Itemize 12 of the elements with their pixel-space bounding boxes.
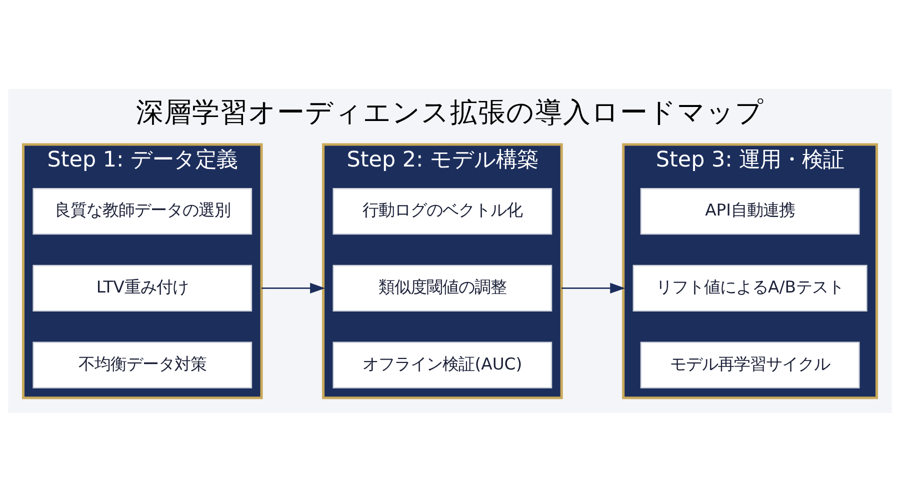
- node-box: リフト値によるA/Bテスト: [632, 264, 868, 312]
- node-box: 良質な教師データの選別: [32, 188, 252, 235]
- node-box: API自動連携: [640, 188, 860, 235]
- node-box: オフライン検証(AUC): [332, 342, 552, 388]
- node-box: 類似度閾値の調整: [332, 264, 552, 312]
- node-box: 行動ログのベクトル化: [332, 188, 552, 235]
- node-box: モデル再学習サイクル: [640, 342, 860, 388]
- node-box: LTV重み付け: [32, 264, 252, 312]
- node-box: 不均衡データ対策: [32, 342, 252, 388]
- arrow: [562, 282, 626, 294]
- diagram-title: 深層学習オーディエンス拡張の導入ロードマップ: [136, 95, 764, 128]
- arrow: [262, 282, 326, 294]
